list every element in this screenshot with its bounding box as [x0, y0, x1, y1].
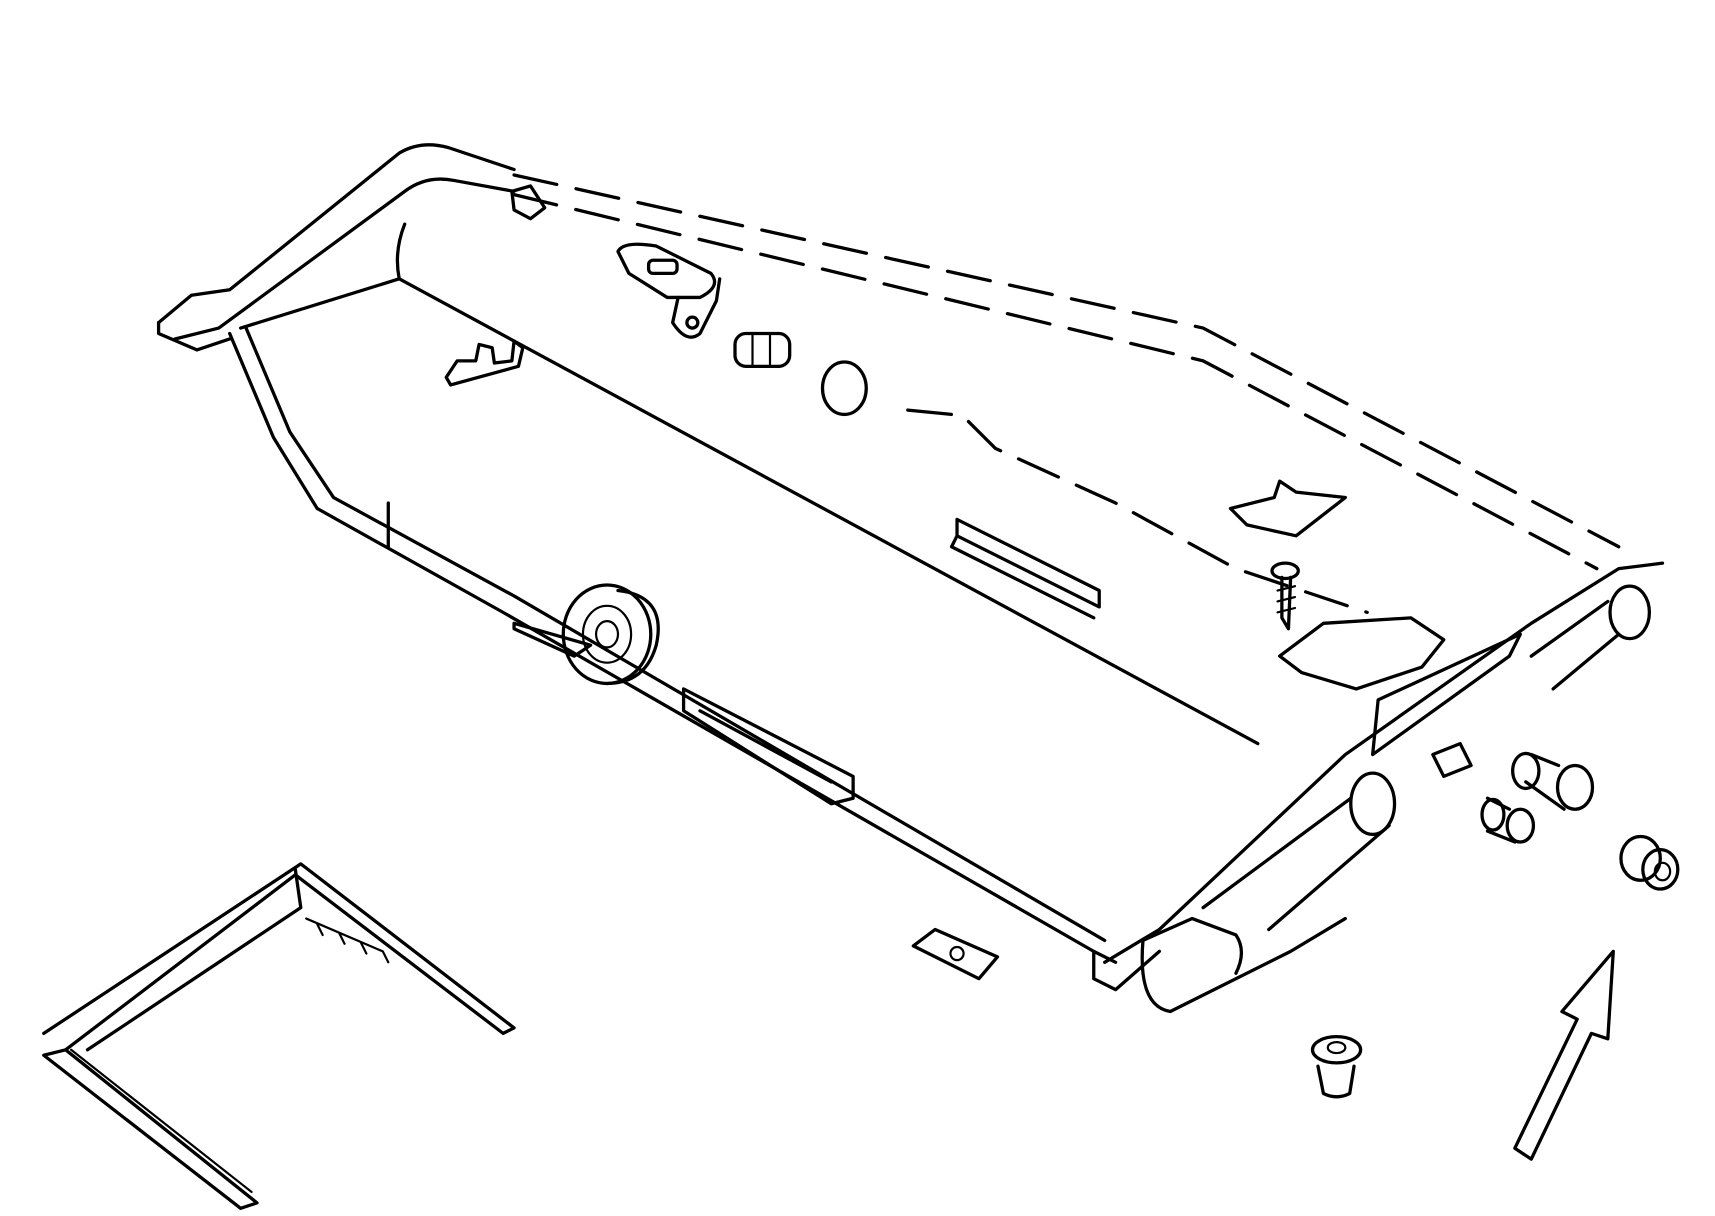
small-bracket: [510, 184, 547, 221]
channel-strip-lower: [681, 687, 855, 806]
arrow-icon: [1513, 949, 1615, 1161]
rear-crossmember: [1140, 584, 1652, 1014]
engine-mount-bracket: [616, 242, 722, 339]
clip: [444, 339, 525, 387]
snap-ring: [820, 360, 868, 417]
bushings: [1431, 741, 1595, 844]
screw: [1270, 561, 1300, 631]
rolled-tape: [512, 583, 660, 686]
mounting-pad: [911, 927, 1000, 981]
channel-strip: [949, 517, 1101, 620]
seat-track-frame: [42, 862, 516, 1210]
grommet: [1310, 1035, 1363, 1099]
target-grommet: [1619, 834, 1680, 891]
bushing-clip: [733, 331, 792, 368]
frame-outline: [156, 143, 1665, 992]
cover-plate: [1278, 616, 1446, 691]
seat-bracket: [1228, 479, 1347, 538]
